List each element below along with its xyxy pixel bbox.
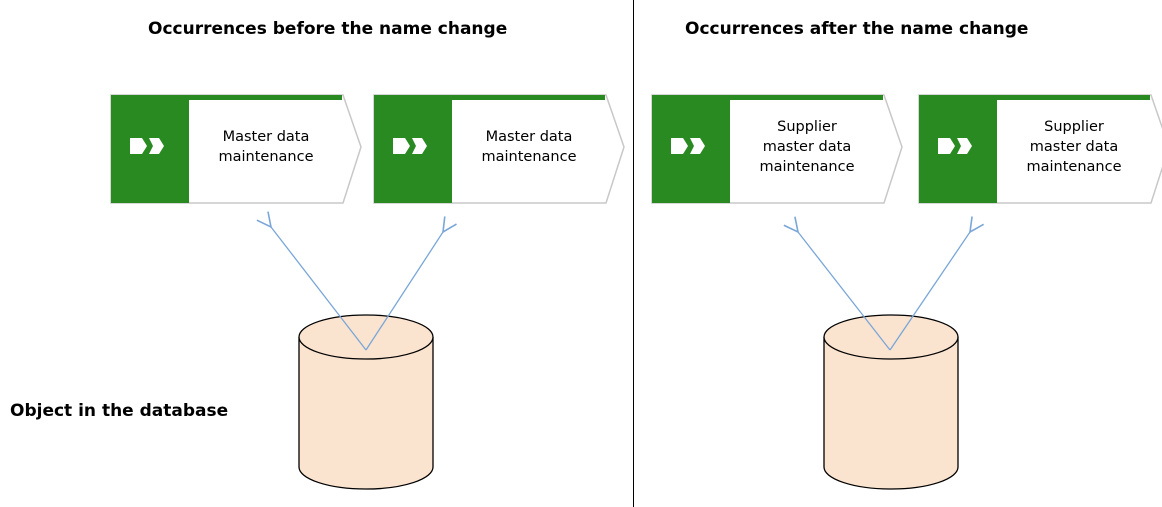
database-object-after[interactable] xyxy=(823,314,959,490)
database-object-before[interactable] xyxy=(298,314,434,490)
function-occurrence-before-2[interactable]: Master data maintenance xyxy=(373,94,627,206)
function-icon xyxy=(669,136,707,156)
function-occurrence-after-2[interactable]: Supplier master data maintenance xyxy=(918,94,1162,206)
function-icon xyxy=(128,136,166,156)
heading-before-change: Occurrences before the name change xyxy=(148,19,508,39)
heading-after-change: Occurrences after the name change xyxy=(685,19,1029,39)
database-object-label: Object in the database xyxy=(10,401,229,421)
arrow-to-occurrence-after-2 xyxy=(889,232,970,351)
arrow-to-occurrence-before-1 xyxy=(271,227,367,351)
arrow-to-occurrence-before-2 xyxy=(365,232,443,351)
function-label: Supplier master data maintenance xyxy=(759,119,855,175)
section-divider xyxy=(633,0,634,507)
arrow-to-occurrence-after-1 xyxy=(798,232,891,351)
function-icon xyxy=(391,136,429,156)
function-label: Supplier master data maintenance xyxy=(1026,119,1122,175)
function-occurrence-before-1[interactable]: Master data maintenance xyxy=(110,94,364,206)
function-label: Master data maintenance xyxy=(481,129,577,165)
function-label: Master data maintenance xyxy=(218,129,314,165)
function-icon xyxy=(936,136,974,156)
function-occurrence-after-1[interactable]: Supplier master data maintenance xyxy=(651,94,905,206)
